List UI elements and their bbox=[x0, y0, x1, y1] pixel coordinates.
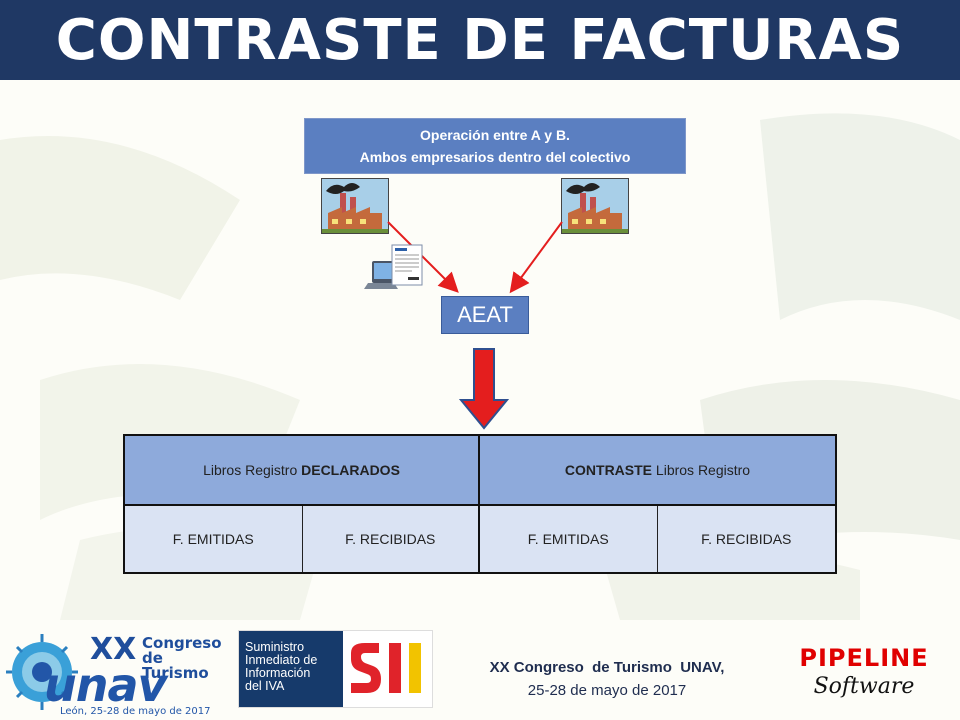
sii-description: Suministro Inmediato de Información del … bbox=[239, 631, 343, 707]
sii-line4: del IVA bbox=[245, 679, 285, 693]
header-contraste: CONTRASTE Libros Registro bbox=[480, 436, 835, 504]
sub-col-emitidas: F. EMITIDAS bbox=[125, 506, 303, 572]
unav-congreso: Congreso de Turismo bbox=[142, 636, 224, 681]
unav-location: León, 25-28 de mayo de 2017 bbox=[60, 706, 211, 717]
sii-line1: Suministro bbox=[245, 640, 305, 654]
header-right-bold: CONTRASTE bbox=[564, 462, 653, 478]
factory-icon bbox=[321, 178, 389, 234]
sub-col-recibidas: F. RECIBIDAS bbox=[303, 506, 480, 572]
sii-line3: Información bbox=[245, 666, 311, 680]
table-header-row: Libros Registro DECLARADOS CONTRASTE Lib… bbox=[125, 436, 835, 506]
header-left-prefix: Libros Registro bbox=[203, 462, 302, 478]
unav-xx: XX bbox=[90, 632, 137, 667]
title-bar: CONTRASTE DE FACTURAS bbox=[0, 0, 960, 80]
operation-line-1: Operación entre A y B. bbox=[420, 127, 570, 143]
factory-icon bbox=[561, 178, 629, 234]
sub-col-emitidas: F. EMITIDAS bbox=[480, 506, 658, 572]
sun-icon bbox=[6, 634, 78, 710]
unav-congreso-line2: de Turismo bbox=[142, 649, 209, 682]
sub-col-recibidas: F. RECIBIDAS bbox=[701, 531, 792, 547]
header-right-suffix: Libros Registro bbox=[652, 462, 751, 478]
sii-line2: Inmediato de bbox=[245, 653, 318, 667]
footer: XX Congreso de Turismo unav León, 25-28 … bbox=[0, 620, 960, 720]
unav-congreso-line1: Congreso bbox=[142, 634, 222, 652]
unav-logo: XX Congreso de Turismo unav León, 25-28 … bbox=[6, 628, 224, 718]
operation-line-2: Ambos empresarios dentro del colectivo bbox=[359, 149, 631, 165]
sii-letters-logo bbox=[351, 643, 421, 693]
unav-brand: unav bbox=[44, 658, 168, 712]
aeat-label: AEAT bbox=[457, 302, 513, 327]
sii-logo: Suministro Inmediato de Información del … bbox=[238, 630, 433, 708]
libros-registro-table: Libros Registro DECLARADOS CONTRASTE Lib… bbox=[123, 434, 837, 574]
table-sub-row: F. EMITIDAS F. RECIBIDAS F. EMITIDAS F. … bbox=[125, 506, 835, 572]
down-arrow-icon bbox=[458, 348, 510, 430]
aeat-box: AEAT bbox=[441, 296, 529, 334]
header-left-bold: DECLARADOS bbox=[301, 462, 400, 478]
pipeline-script: Software bbox=[813, 674, 915, 699]
header-declarados: Libros Registro DECLARADOS bbox=[125, 436, 480, 504]
event-name: XX Congreso de Turismo UNAV, bbox=[489, 659, 725, 676]
event-info: XX Congreso de Turismo UNAV, 25-28 de ma… bbox=[462, 656, 752, 702]
pipeline-logo: PIPELINE Software bbox=[776, 644, 952, 708]
event-dates: 25-28 de mayo de 2017 bbox=[527, 682, 687, 699]
laptop-invoice-icon bbox=[362, 243, 428, 293]
pipeline-brand: PIPELINE bbox=[799, 644, 929, 672]
page-title: CONTRASTE DE FACTURAS bbox=[55, 7, 905, 73]
operation-box: Operación entre A y B. Ambos empresarios… bbox=[304, 118, 686, 174]
